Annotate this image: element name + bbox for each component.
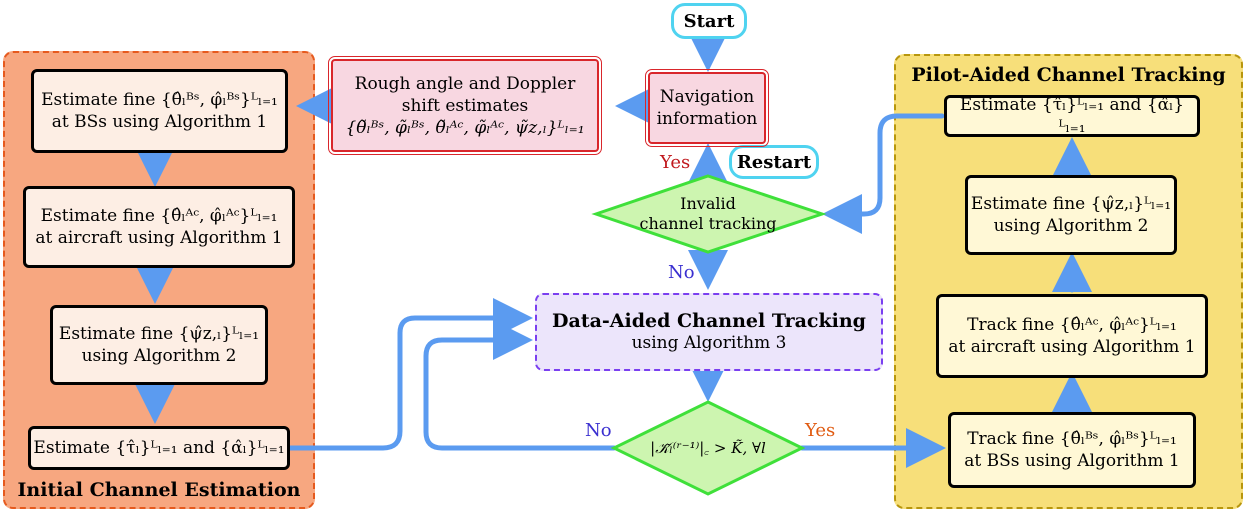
right-step-1: Estimate {τ̂ₗ}ᴸₗ₌₁ and {α̂ₗ}ᴸₗ₌₁: [944, 95, 1200, 137]
edge-left4-to-data: [287, 298, 533, 451]
restart-terminal: Restart: [729, 145, 819, 179]
right-step-4: Track fine {θ̂ₗᴮˢ, φ̂ₗᴮˢ}ᴸₗ₌₁ at BSs usi…: [948, 412, 1196, 488]
invalid-diamond-label: Invalid channel tracking: [626, 194, 790, 234]
pilot-aided-title: Pilot-Aided Channel Tracking: [911, 64, 1226, 86]
invalid-line-1: Invalid: [680, 194, 736, 213]
left-step-3: Estimate fine {ψ̂z,ₗ}ᴸₗ₌₁ using Algorith…: [50, 305, 268, 385]
rough-line-1: Rough angle and Doppler: [354, 73, 576, 94]
no-label-mid: No: [668, 262, 695, 283]
invalid-decision-diamond: [591, 174, 827, 254]
condition-diamond-label: |𝒦̃ₗ⁽ʳ⁻¹⁾|꜀ > K̃, ∀l: [650, 439, 766, 457]
right-step-2: Estimate fine {ψ̂z,ₗ}ᴸₗ₌₁ using Algorith…: [965, 175, 1177, 255]
right-step-1-text: Estimate {τ̂ₗ}ᴸₗ₌₁ and {α̂ₗ}ᴸₗ₌₁: [959, 95, 1185, 137]
rough-line-2: shift estimates: [401, 95, 529, 116]
left-step-3-line-1: Estimate fine {ψ̂z,ₗ}ᴸₗ₌₁: [58, 324, 260, 344]
right-step-3-line-1: Track fine {θ̂ₗᴬᶜ, φ̂ₗᴬᶜ}ᴸₗ₌₁: [967, 315, 1177, 335]
left-step-1: Estimate fine {θ̂ₗᴮˢ, φ̂ₗᴮˢ}ᴸₗ₌₁ at BSs …: [31, 69, 288, 153]
no-label-left: No: [585, 420, 612, 441]
rough-estimates-node: Rough angle and Doppler shift estimates …: [328, 56, 602, 155]
right-step-4-line-1: Track fine {θ̂ₗᴮˢ, φ̂ₗᴮˢ}ᴸₗ₌₁: [967, 429, 1177, 449]
edge-right1-to-invalid: [822, 113, 945, 234]
left-step-2: Estimate fine {θ̂ₗᴬᶜ, φ̂ₗᴬᶜ}ᴸₗ₌₁ at airc…: [23, 186, 295, 268]
edge-condition-no-loop: [423, 320, 617, 451]
left-step-4: Estimate {τ̂ₗ}ᴸₗ₌₁ and {α̂ₗ}ᴸₗ₌₁: [28, 426, 290, 470]
right-step-3: Track fine {θ̂ₗᴬᶜ, φ̂ₗᴬᶜ}ᴸₗ₌₁ at aircraf…: [936, 294, 1208, 378]
left-step-4-text: Estimate {τ̂ₗ}ᴸₗ₌₁ and {α̂ₗ}ᴸₗ₌₁: [33, 438, 285, 458]
navigation-line-1: Navigation: [659, 87, 755, 107]
data-aided-subtitle: using Algorithm 3: [631, 333, 787, 353]
invalid-line-2: channel tracking: [639, 214, 777, 233]
right-step-2-line-2: using Algorithm 2: [993, 216, 1149, 236]
yes-label-right: Yes: [805, 420, 836, 441]
yes-label-top: Yes: [660, 152, 691, 173]
rough-line-3: {θ̃ₗᴮˢ, φ̃ₗᴮˢ, θ̃ₗᴬᶜ, φ̃ₗᴬᶜ, ψ̃z,ₗ}ᴸₗ₌₁: [345, 117, 585, 138]
initial-estimation-title: Initial Channel Estimation: [17, 479, 301, 501]
left-step-2-line-1: Estimate fine {θ̂ₗᴬᶜ, φ̂ₗᴬᶜ}ᴸₗ₌₁: [40, 206, 278, 226]
left-step-3-line-2: using Algorithm 2: [81, 346, 237, 366]
right-step-3-line-2: at aircraft using Algorithm 1: [948, 337, 1196, 357]
left-step-1-line-1: Estimate fine {θ̂ₗᴮˢ, φ̂ₗᴮˢ}ᴸₗ₌₁: [41, 90, 278, 110]
navigation-line-2: information: [656, 109, 758, 129]
left-step-2-line-2: at aircraft using Algorithm 1: [35, 228, 283, 248]
navigation-node: Navigation information: [645, 69, 769, 147]
right-step-2-line-1: Estimate fine {ψ̂z,ₗ}ᴸₗ₌₁: [970, 194, 1172, 214]
data-aided-node: Data-Aided Channel Tracking using Algori…: [535, 293, 883, 371]
condition-decision-diamond: [610, 400, 806, 496]
data-aided-title: Data-Aided Channel Tracking: [552, 310, 866, 332]
start-terminal: Start: [671, 3, 747, 39]
right-step-4-line-2: at BSs using Algorithm 1: [964, 451, 1180, 471]
left-step-1-line-2: at BSs using Algorithm 1: [51, 112, 268, 132]
